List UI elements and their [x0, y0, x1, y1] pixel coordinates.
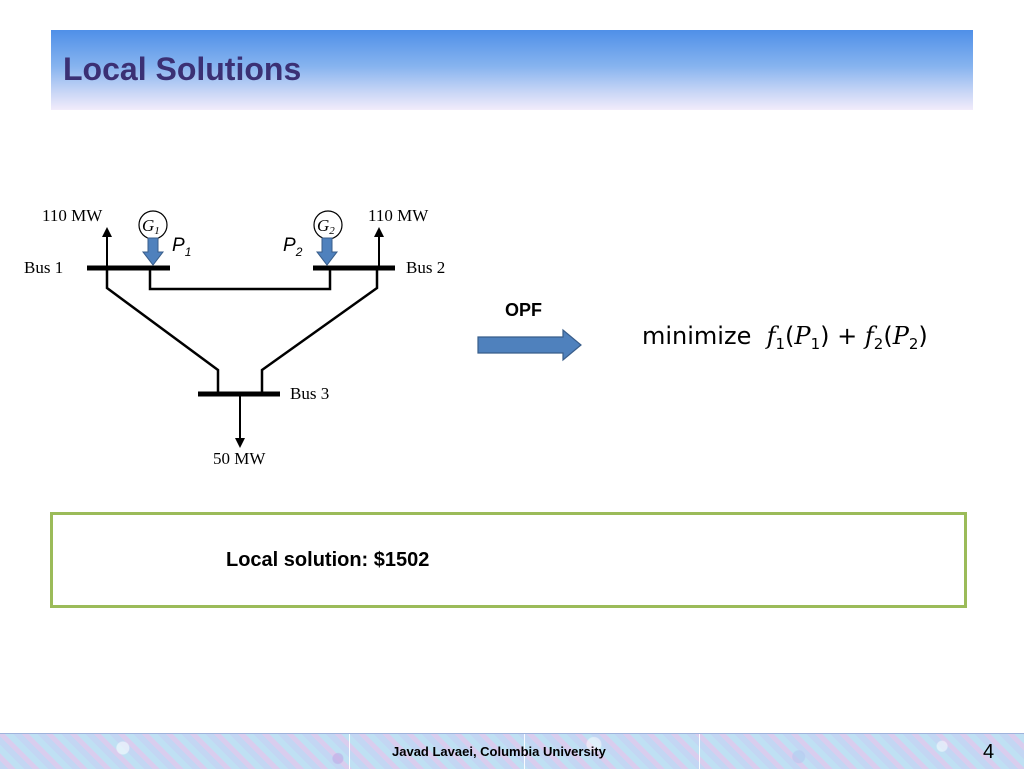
footer-divider: [524, 734, 525, 769]
line-1-2: [148, 268, 332, 291]
opf-arrow-icon: [477, 328, 582, 362]
local-solution-text: Local solution: $1502: [226, 549, 430, 571]
page-number: 4: [983, 741, 995, 763]
footer-author: Javad Lavaei, Columbia University: [392, 744, 606, 759]
bus-2-label: Bus 2: [406, 258, 445, 277]
load-bus1-label: 110 MW: [42, 206, 103, 225]
result-box: Local solution: $1502: [50, 512, 967, 608]
load-bus3-label: 50 MW: [213, 449, 266, 468]
injection-arrow-1-icon: [141, 237, 165, 266]
bus-1-label: Bus 1: [24, 258, 63, 277]
line-1-3: [105, 268, 220, 394]
bus-3-label: Bus 3: [290, 384, 329, 403]
generator-2-label: G2: [317, 216, 335, 237]
footer-divider: [349, 734, 350, 769]
generator-1-label: G1: [142, 216, 160, 237]
injection-arrow-2-icon: [315, 237, 339, 266]
slide-title: Local Solutions: [63, 51, 302, 87]
footer-divider: [699, 734, 700, 769]
title-bar: Local Solutions: [51, 30, 973, 110]
objective-function: minimize f1(P1) + f2(P2): [642, 322, 928, 353]
p2-label: P2: [283, 235, 303, 259]
load-bus2-label: 110 MW: [368, 206, 429, 225]
p1-label: P1: [172, 235, 191, 259]
footer: Javad Lavaei, Columbia University 4: [0, 733, 1024, 769]
line-2-3: [260, 268, 379, 394]
opf-label: OPF: [505, 300, 543, 320]
